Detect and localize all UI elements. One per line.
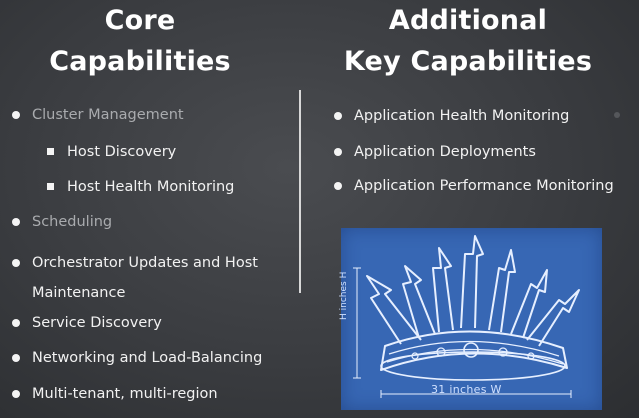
square-bullet-icon: [47, 148, 54, 155]
list-item-label: Orchestrator Updates and Host: [32, 255, 258, 271]
list-subitem: Host Health Monitoring: [47, 177, 235, 197]
bullet-icon: [12, 319, 20, 327]
crown-blueprint-image: H inches H 31 inches W: [339, 228, 602, 410]
bullet-icon: [12, 111, 20, 119]
list-item-label: Service Discovery: [32, 315, 162, 331]
list-item: Application Deployments: [334, 142, 536, 162]
list-item-label: Scheduling: [32, 214, 113, 230]
list-item-continuation: Maintenance: [32, 285, 126, 301]
list-item-label: Multi-tenant, multi-region: [32, 386, 218, 402]
list-item: Orchestrator Updates and Host Maintenanc…: [12, 248, 258, 308]
heading-line: Additional: [388, 5, 548, 36]
list-item-label: Host Health Monitoring: [67, 179, 235, 195]
blueprint-width-label: 31 inches W: [431, 383, 502, 396]
list-subitem: Host Discovery: [47, 142, 177, 162]
list-item-label: Cluster Management: [32, 107, 184, 123]
heading-line: Capabilities: [49, 46, 231, 77]
blueprint-height-label: H inches H: [339, 271, 349, 320]
list-item: Application Health Monitoring: [334, 106, 570, 126]
heading-line: Core: [104, 5, 176, 36]
decorative-dot: [614, 112, 620, 118]
list-item: Scheduling: [12, 212, 113, 232]
list-item: Multi-tenant, multi-region: [12, 384, 218, 404]
bullet-icon: [12, 259, 20, 267]
column-divider: [299, 90, 301, 293]
additional-capabilities-heading: Additional Key Capabilities: [318, 0, 618, 82]
list-item-label: Application Health Monitoring: [354, 108, 570, 124]
list-item-label: Application Performance Monitoring: [354, 178, 614, 194]
list-item: Cluster Management: [12, 105, 184, 125]
list-item: Application Performance Monitoring: [334, 176, 614, 196]
list-item-label: Host Discovery: [67, 144, 177, 160]
core-capabilities-heading: Core Capabilities: [20, 0, 260, 82]
crown-icon: [353, 235, 580, 398]
bullet-icon: [12, 218, 20, 226]
bullet-icon: [12, 390, 20, 398]
bullet-icon: [334, 148, 342, 156]
list-item-label: Application Deployments: [354, 144, 536, 160]
bullet-icon: [334, 182, 342, 190]
list-item: Networking and Load-Balancing: [12, 348, 263, 368]
square-bullet-icon: [47, 183, 54, 190]
list-item: Service Discovery: [12, 313, 162, 333]
list-item-label: Networking and Load-Balancing: [32, 350, 263, 366]
bullet-icon: [12, 354, 20, 362]
heading-line: Key Capabilities: [343, 46, 593, 77]
bullet-icon: [334, 112, 342, 120]
